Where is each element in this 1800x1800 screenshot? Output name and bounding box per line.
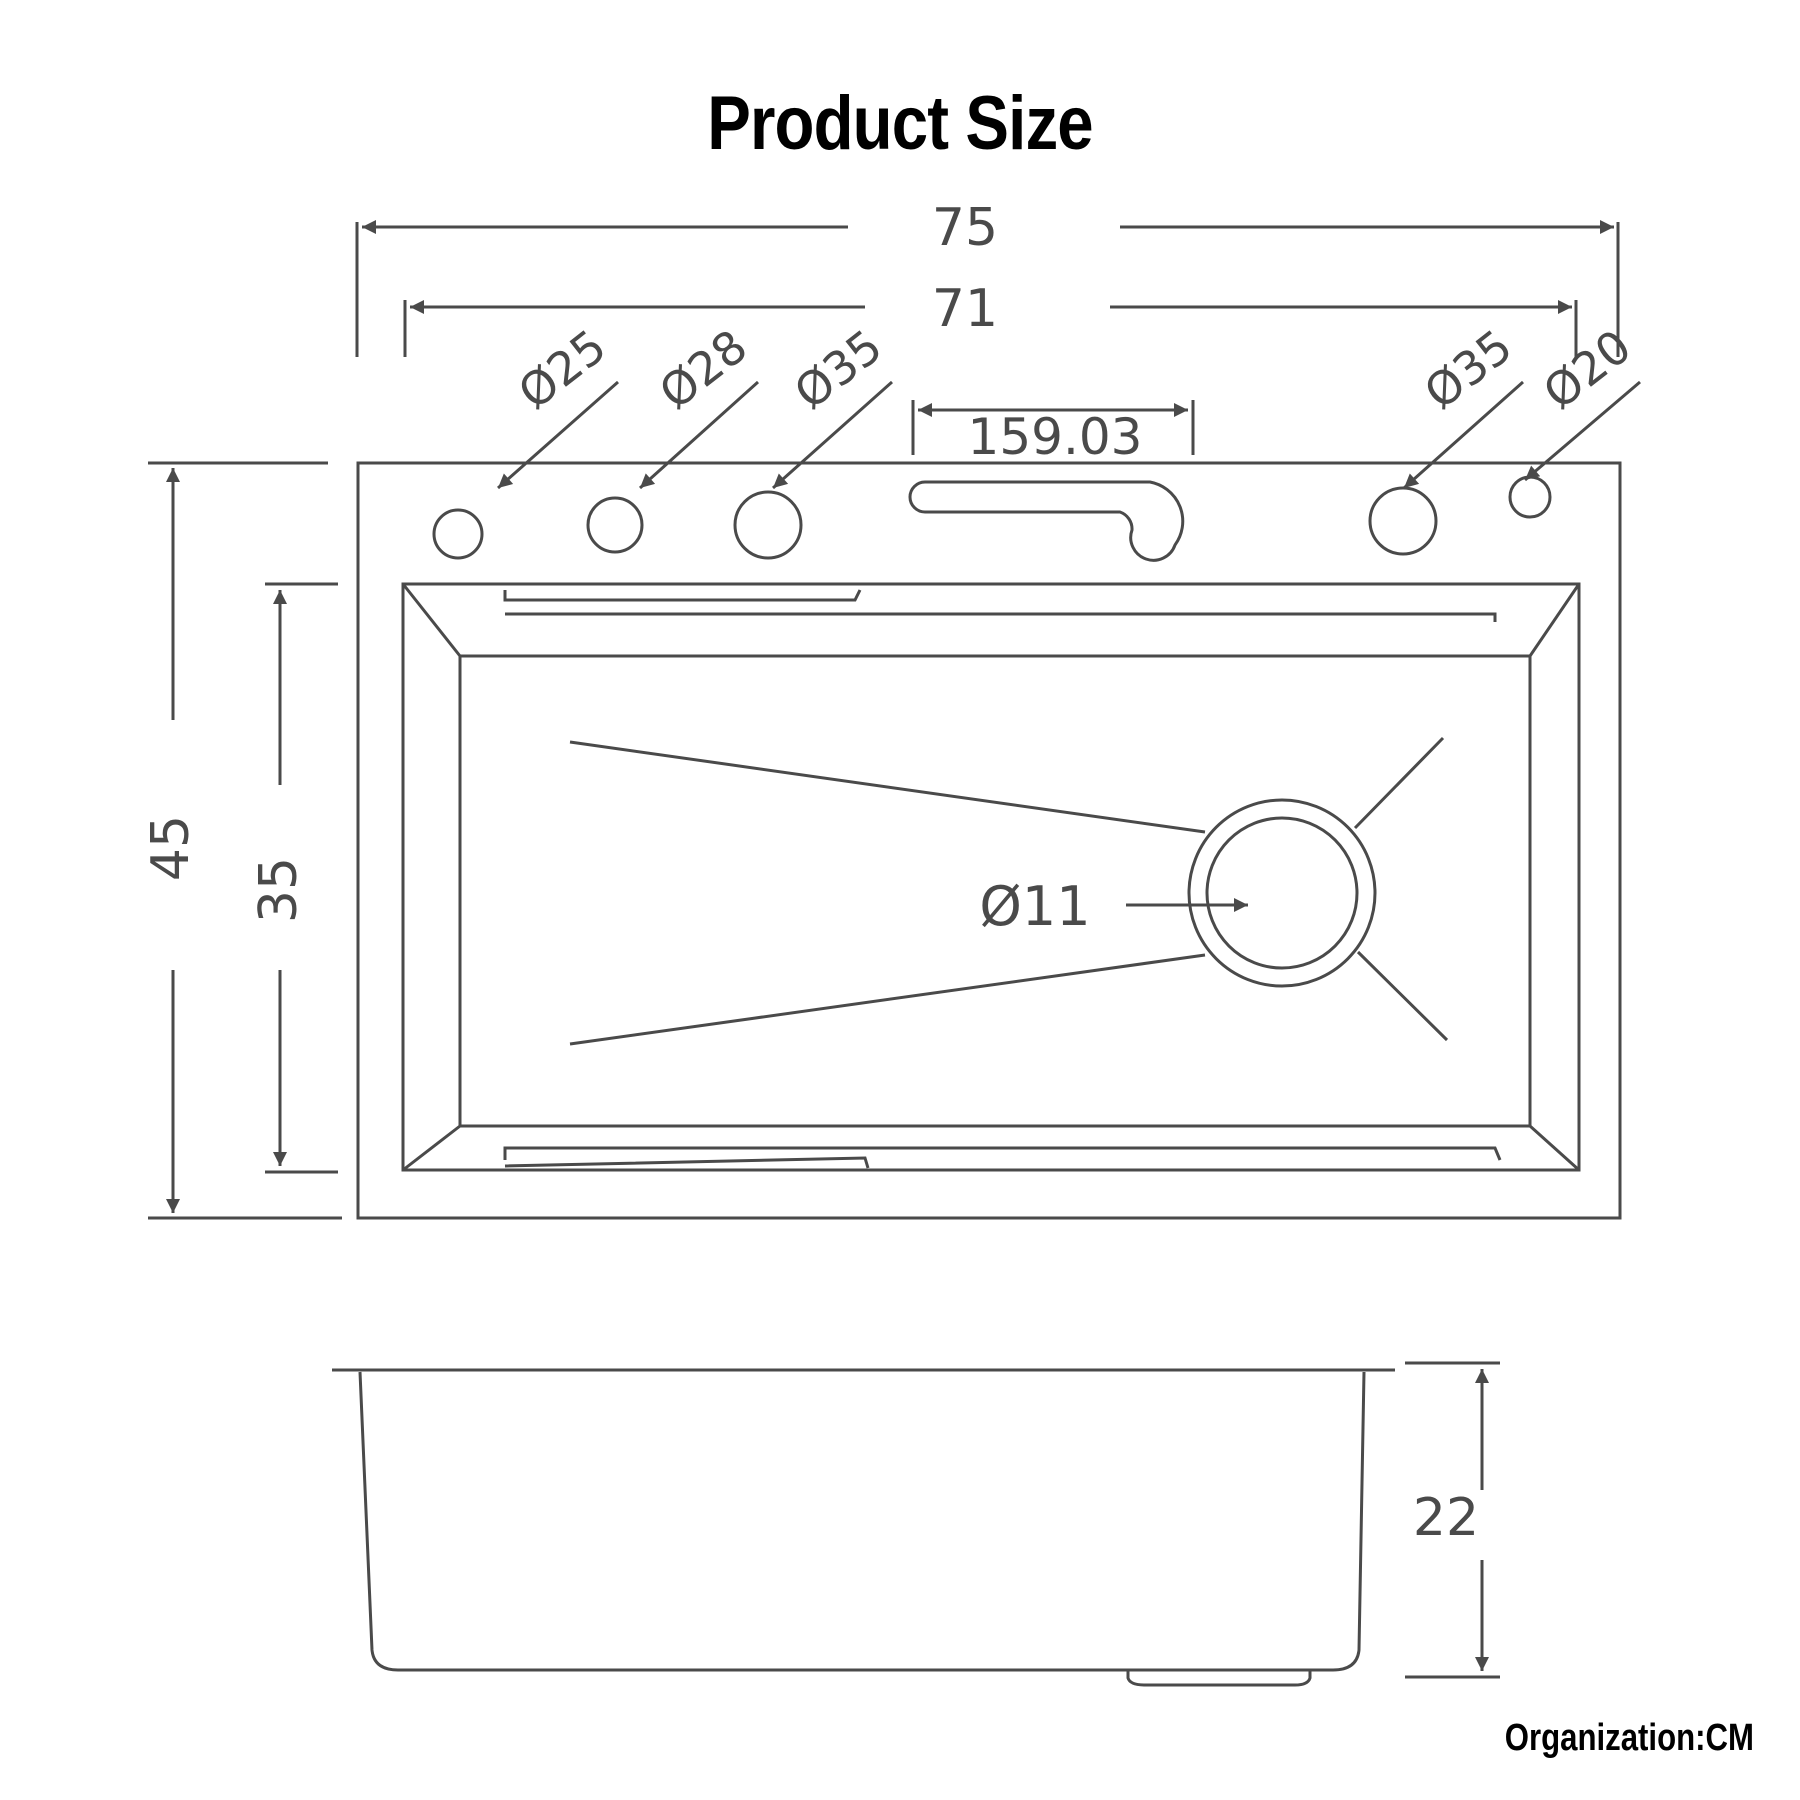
tap-hole-20 — [1508, 475, 1552, 519]
sink-outer-outline — [356, 461, 1622, 1220]
bevel-line — [401, 583, 462, 657]
drain-inner-ring — [1205, 816, 1359, 970]
dim-drain-diameter: Ø11 — [979, 875, 1090, 938]
tap-hole-35-left — [733, 490, 803, 560]
hole-leader — [638, 380, 760, 490]
tap-hole-25 — [432, 508, 484, 560]
diagram-title: Product Size — [707, 81, 1093, 166]
drain-groove — [1356, 950, 1449, 1042]
dim-height: 22 — [1413, 1488, 1479, 1548]
dim-bowl-depth: 35 — [249, 857, 309, 923]
bowl-rim — [401, 582, 1581, 1172]
top-ledge-rail-long — [505, 612, 1497, 622]
hole-label-28: Ø28 — [649, 319, 757, 420]
hole-label-25: Ø25 — [508, 319, 616, 420]
bevel-line — [1528, 1124, 1581, 1172]
hole-leader — [772, 380, 893, 490]
dim-overall-width: 75 — [932, 198, 998, 258]
organization-label: Organization:CM — [1504, 1717, 1754, 1759]
hole-label-35-left: Ø35 — [784, 319, 892, 420]
bottom-ledge-rail-short — [504, 1156, 870, 1169]
drain-groove — [569, 953, 1206, 1046]
dim-slot-width: 159.03 — [968, 408, 1143, 466]
side-view-bowl — [358, 1371, 1366, 1672]
top-ledge-rail — [503, 589, 862, 602]
drain-groove — [1353, 736, 1445, 830]
hole-leader — [1524, 380, 1641, 482]
hole-label-35-right: Ø35 — [1414, 319, 1522, 420]
drain-outer-ring — [1187, 798, 1377, 988]
dim-inner-width: 71 — [932, 279, 998, 339]
hole-leader — [1403, 380, 1524, 490]
drain-groove — [569, 740, 1206, 834]
hole-leader — [497, 380, 619, 490]
dim-overall-depth: 45 — [141, 815, 201, 881]
tap-hole-35-right — [1368, 486, 1438, 556]
bevel-line — [1528, 583, 1581, 657]
bevel-line — [402, 1124, 461, 1172]
tap-hole-28 — [586, 496, 644, 554]
side-view-drain — [1126, 1670, 1312, 1687]
bowl-floor — [458, 654, 1532, 1128]
bottom-ledge-rail — [503, 1146, 1502, 1161]
waterfall-slot — [908, 480, 1185, 562]
hole-label-20: Ø20 — [1533, 319, 1641, 420]
